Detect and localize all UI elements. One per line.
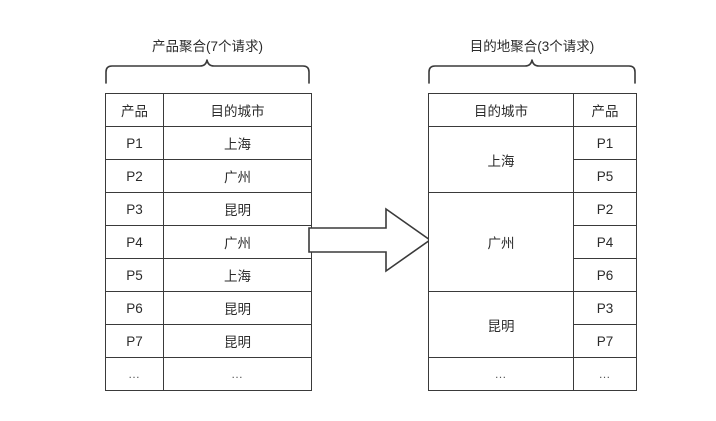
- destination-aggregation-table: 目的城市 产品 上海 P1 P5 广州 P2 P4 P6: [428, 93, 637, 391]
- cell-city-ellipsis: …: [428, 357, 574, 391]
- right-curly-brace-icon: [428, 59, 636, 84]
- cell-product: P2: [105, 159, 164, 193]
- cell-city: 昆明: [163, 192, 312, 226]
- table-row: 昆明 P3: [428, 291, 637, 358]
- cell-city: 广州: [163, 225, 312, 259]
- cell-city: 上海: [163, 258, 312, 292]
- product-aggregation-table: 产品 目的城市 P1 上海 P2 广州 P3 昆明 P4 广州 P5 上海: [105, 93, 312, 391]
- cell-product-ellipsis: …: [573, 357, 637, 391]
- cell-product: P5: [573, 159, 637, 193]
- right-table-caption: 目的地聚合(3个请求): [469, 39, 595, 54]
- left-curly-brace-icon: [105, 59, 310, 84]
- table-row: P5 上海: [105, 258, 312, 292]
- cell-city-group: 广州: [428, 192, 574, 292]
- cell-city: 昆明: [163, 324, 312, 358]
- cell-product: P7: [105, 324, 164, 358]
- cell-product-ellipsis: …: [105, 357, 164, 391]
- cell-product: P6: [573, 258, 637, 292]
- cell-product: P5: [105, 258, 164, 292]
- table-row: P5: [429, 159, 637, 193]
- block-arrow-right-icon: [308, 207, 432, 273]
- cell-product: P4: [573, 225, 637, 259]
- cell-product: P6: [105, 291, 164, 325]
- cell-product: P2: [573, 192, 637, 226]
- table-row: P4 广州: [105, 225, 312, 259]
- header-cell-product: 产品: [573, 93, 637, 127]
- table-row: P7 昆明: [105, 324, 312, 358]
- cell-product: P1: [573, 126, 637, 160]
- cell-product: P4: [105, 225, 164, 259]
- cell-product: P3: [573, 291, 637, 325]
- table-row: 广州 P2: [428, 192, 637, 292]
- table-header-row: 目的城市 产品: [428, 93, 637, 127]
- table-row: P1 上海: [105, 126, 312, 160]
- cell-product: P7: [573, 324, 637, 358]
- left-table-caption: 产品聚合(7个请求): [152, 39, 263, 54]
- cell-product: P3: [105, 192, 164, 226]
- table-header-row: 产品 目的城市: [105, 93, 312, 127]
- table-row: P6 昆明: [105, 291, 312, 325]
- table-row: P7: [429, 324, 637, 358]
- table-row: P3 昆明: [105, 192, 312, 226]
- header-cell-product: 产品: [105, 93, 164, 127]
- header-cell-city: 目的城市: [428, 93, 574, 127]
- table-row-ellipsis: … …: [428, 357, 637, 391]
- cell-city: 昆明: [163, 291, 312, 325]
- cell-city-ellipsis: …: [163, 357, 312, 391]
- table-row: P2 广州: [105, 159, 312, 193]
- cell-city: 广州: [163, 159, 312, 193]
- table-row: 上海 P1: [428, 126, 637, 193]
- cell-product: P1: [105, 126, 164, 160]
- cell-city: 上海: [163, 126, 312, 160]
- cell-city-group: 昆明: [428, 291, 574, 358]
- header-cell-city: 目的城市: [163, 93, 312, 127]
- cell-city-group: 上海: [428, 126, 574, 193]
- table-row-ellipsis: … …: [105, 357, 312, 391]
